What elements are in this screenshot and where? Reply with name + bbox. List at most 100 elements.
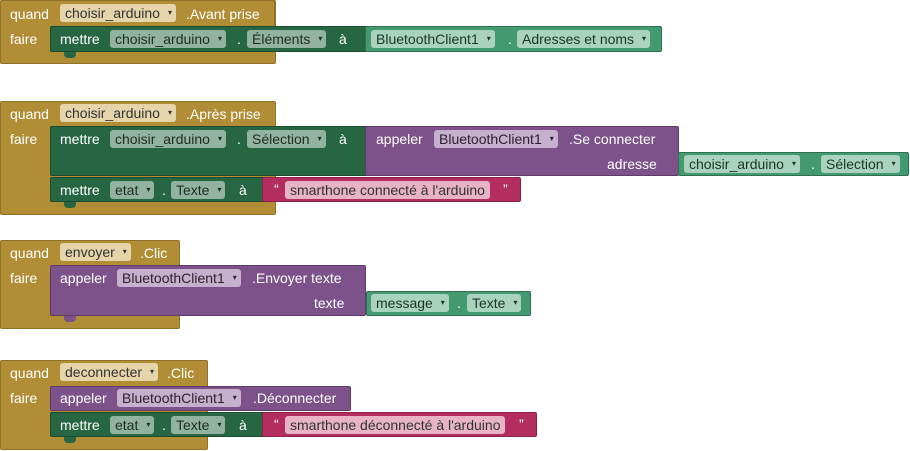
event-name: .Clic [140, 245, 168, 261]
method-component-dropdown[interactable]: BluetoothClient1 ▾ [117, 269, 241, 287]
dropdown-value: Texte [472, 295, 506, 311]
set-label: mettre [60, 182, 100, 198]
setter-property-dropdown[interactable]: Texte ▾ [171, 416, 226, 434]
setter-component-dropdown[interactable]: choisir_arduino ▾ [110, 130, 226, 148]
event-name: .Avant prise [186, 6, 260, 22]
component-dropdown[interactable]: choisir_arduino ▾ [60, 104, 176, 122]
chevron-down-icon: ▾ [217, 134, 222, 143]
chevron-down-icon: ▾ [217, 34, 222, 43]
getter-property-dropdown[interactable]: Texte ▾ [467, 294, 522, 312]
chevron-down-icon: ▾ [150, 367, 155, 376]
dropdown-value: BluetoothClient1 [122, 390, 225, 406]
dropdown-value: choisir_arduino [115, 31, 210, 47]
do-label: faire [10, 390, 38, 406]
chevron-down-icon: ▾ [122, 247, 127, 256]
getter-component-dropdown[interactable]: message ▾ [371, 294, 449, 312]
to-label: à [339, 131, 347, 147]
quote-open-icon: “ [274, 181, 279, 197]
text-string-value[interactable]: smarthone déconnecté à l'arduino [285, 416, 506, 434]
dropdown-value: BluetoothClient1 [122, 270, 225, 286]
chevron-down-icon: ▾ [317, 134, 322, 143]
method-component-dropdown[interactable]: BluetoothClient1▾ [117, 389, 241, 407]
setter-component-dropdown[interactable]: etat ▾ [110, 416, 155, 434]
param-label: texte [314, 295, 345, 311]
chevron-down-icon: ▾ [232, 273, 237, 282]
chevron-down-icon: ▾ [146, 185, 151, 194]
method-name: .Se connecter [569, 131, 656, 147]
dot-separator: . [237, 31, 241, 47]
dot-separator: . [237, 131, 241, 147]
do-label: faire [10, 270, 38, 286]
chevron-down-icon: ▾ [891, 159, 896, 168]
component-dropdown[interactable]: deconnecter ▾ [60, 363, 159, 381]
setter-property-dropdown[interactable]: Texte▾ [171, 181, 226, 199]
chevron-down-icon: ▾ [440, 298, 445, 307]
chevron-down-icon: ▾ [217, 420, 222, 429]
block-notch [64, 52, 76, 58]
chevron-down-icon: ▾ [167, 108, 172, 117]
dropdown-value: Texte [176, 417, 210, 433]
setter-block[interactable] [50, 412, 266, 437]
dot-separator: . [811, 156, 815, 172]
event-name: .Après prise [186, 106, 261, 122]
when-label: quand [10, 6, 49, 22]
dropdown-value: etat [115, 417, 139, 433]
dot-separator: . [162, 182, 166, 198]
text-string-value[interactable]: smarthone connecté à l'arduino [285, 181, 490, 199]
dropdown-value: Sélection [826, 156, 884, 172]
chevron-down-icon: ▾ [318, 34, 323, 43]
call-label: appeler [376, 131, 423, 147]
event-name: .Clic [167, 365, 195, 381]
setter-property-dropdown[interactable]: Sélection ▾ [247, 130, 326, 148]
set-label: mettre [60, 131, 100, 147]
dropdown-value: choisir_arduino [65, 5, 160, 21]
chevron-down-icon: ▾ [146, 420, 151, 429]
chevron-down-icon: ▾ [513, 298, 518, 307]
quote-close-icon: ” [503, 181, 508, 197]
getter-property-dropdown[interactable]: Sélection ▾ [821, 155, 900, 173]
setter-property-dropdown[interactable]: Éléments ▾ [247, 30, 327, 48]
call-label: appeler [60, 390, 107, 406]
getter-property-dropdown[interactable]: Adresses et noms▾ [517, 30, 651, 48]
dropdown-value: choisir_arduino [65, 105, 160, 121]
set-label: mettre [60, 417, 100, 433]
dropdown-value: message [376, 295, 433, 311]
to-label: à [339, 31, 347, 47]
method-component-dropdown[interactable]: BluetoothClient1 ▾ [434, 130, 558, 148]
dropdown-value: BluetoothClient1 [439, 131, 542, 147]
call-label: appeler [60, 270, 107, 286]
setter-block[interactable] [50, 177, 266, 202]
dot-separator: . [508, 31, 512, 47]
do-label: faire [10, 131, 38, 147]
set-label: mettre [60, 31, 100, 47]
block-notch [64, 202, 76, 208]
to-label: à [239, 417, 247, 433]
dropdown-value: choisir_arduino [689, 156, 784, 172]
method-name: .Déconnecter [253, 390, 337, 406]
method-name: .Envoyer texte [252, 270, 342, 286]
component-dropdown[interactable]: choisir_arduino▾ [60, 4, 176, 22]
quote-open-icon: “ [274, 416, 279, 432]
dropdown-value: choisir_arduino [115, 131, 210, 147]
dropdown-value: Texte [176, 182, 210, 198]
setter-component-dropdown[interactable]: etat ▾ [110, 181, 155, 199]
getter-component-dropdown[interactable]: BluetoothClient1▾ [371, 30, 495, 48]
chevron-down-icon: ▾ [791, 159, 796, 168]
dropdown-value: Sélection [252, 131, 310, 147]
when-label: quand [10, 106, 49, 122]
chevron-down-icon: ▾ [549, 134, 554, 143]
getter-component-dropdown[interactable]: choisir_arduino ▾ [684, 155, 800, 173]
dropdown-value: Éléments [252, 31, 311, 47]
dropdown-value: deconnecter [65, 364, 143, 380]
dropdown-value: etat [115, 182, 139, 198]
dropdown-value: BluetoothClient1 [376, 31, 479, 47]
setter-component-dropdown[interactable]: choisir_arduino ▾ [110, 30, 226, 48]
dropdown-value: Adresses et noms [522, 31, 635, 47]
dropdown-value: envoyer [65, 244, 115, 260]
block-notch [64, 437, 76, 443]
when-label: quand [10, 245, 49, 261]
component-dropdown[interactable]: envoyer ▾ [60, 243, 131, 261]
block-notch [64, 316, 76, 322]
dot-separator: . [457, 295, 461, 311]
param-label: adresse [607, 156, 657, 172]
